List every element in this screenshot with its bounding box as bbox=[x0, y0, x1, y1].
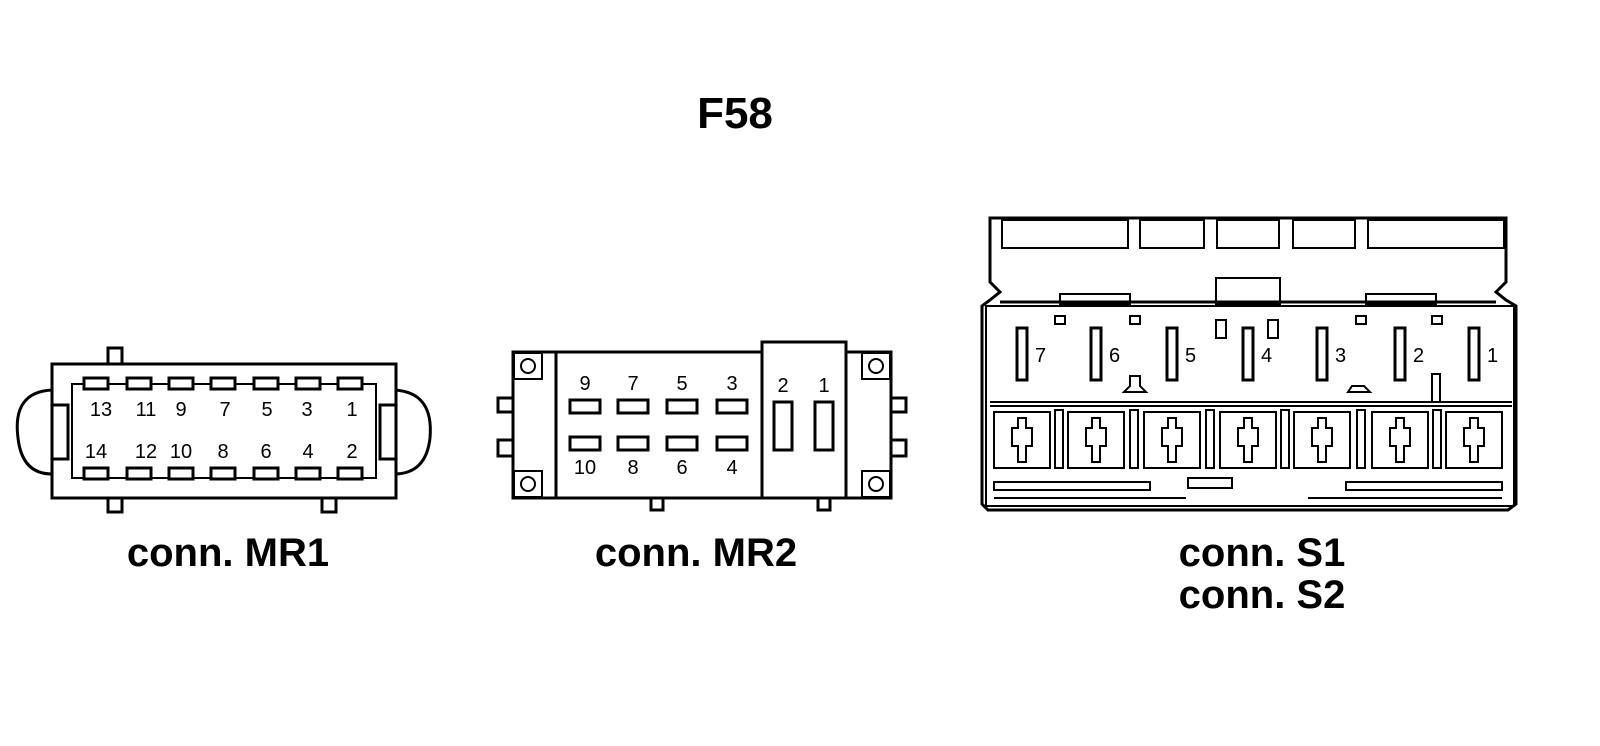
mr1-pin-label: 13 bbox=[90, 399, 112, 421]
mr2-pin-label: 4 bbox=[726, 457, 737, 479]
mr1-pin-top-3 bbox=[294, 376, 322, 391]
s-pin-label: 7 bbox=[1035, 345, 1046, 367]
mr2-pin-label: 1 bbox=[818, 375, 829, 397]
mr1-pin-label: 9 bbox=[175, 399, 186, 421]
mr2-pin-4 bbox=[715, 435, 749, 452]
mr2-pin-label: 10 bbox=[574, 457, 596, 479]
s-terminal-cell bbox=[1293, 411, 1351, 469]
mr1-pin-top-7 bbox=[209, 376, 237, 391]
s-pin-label: 2 bbox=[1413, 345, 1424, 367]
s-terminal-key-icon bbox=[1011, 417, 1033, 463]
mr1-pin-label: 5 bbox=[261, 399, 272, 421]
mr2-pin-5 bbox=[665, 398, 699, 415]
s-terminal-cell bbox=[1143, 411, 1201, 469]
s-terminal-divider bbox=[1129, 409, 1139, 469]
mr2-pin-8 bbox=[616, 435, 650, 452]
s-pin-2 bbox=[1393, 326, 1407, 382]
s-terminal-divider bbox=[1356, 409, 1366, 469]
s-pin-3 bbox=[1315, 326, 1329, 382]
mr1-pin-label: 3 bbox=[301, 399, 312, 421]
mr2-pin-label: 8 bbox=[627, 457, 638, 479]
s-terminal-divider bbox=[1280, 409, 1290, 469]
s-pin-label: 1 bbox=[1487, 345, 1498, 367]
s-pin-label: 5 bbox=[1185, 345, 1196, 367]
mr1-pin-label: 14 bbox=[85, 441, 107, 463]
connector-s1-s2: 7 6 5 4 3 2 1 bbox=[980, 216, 1518, 512]
s-terminal-cell bbox=[1067, 411, 1125, 469]
mr2-pin-7 bbox=[616, 398, 650, 415]
mr2-pin-label: 5 bbox=[676, 373, 687, 395]
s-terminal-cell bbox=[1445, 411, 1503, 469]
mr2-pin-6 bbox=[665, 435, 699, 452]
mr2-pin-2 bbox=[772, 400, 794, 452]
mr1-pin-top-5 bbox=[252, 376, 280, 391]
s-terminal-key-icon bbox=[1311, 417, 1333, 463]
mr1-pin-label: 10 bbox=[170, 441, 192, 463]
mr2-pin-3 bbox=[715, 398, 749, 415]
mr1-pin-label: 8 bbox=[217, 441, 228, 463]
mr2-pin-label: 9 bbox=[579, 373, 590, 395]
mr1-pin-label: 2 bbox=[346, 441, 357, 463]
mr2-pin-label: 7 bbox=[627, 373, 638, 395]
s-terminal-key-icon bbox=[1463, 417, 1485, 463]
s-pin-label: 6 bbox=[1109, 345, 1120, 367]
s-pin-label: 4 bbox=[1261, 345, 1272, 367]
s-pin-6 bbox=[1089, 326, 1103, 382]
mr2-pin-10 bbox=[568, 435, 602, 452]
s-terminal-divider bbox=[1054, 409, 1064, 469]
s-terminal-key-icon bbox=[1085, 417, 1107, 463]
connector-mr1: 13 11 9 7 5 3 1 14 12 10 8 6 4 2 bbox=[15, 346, 432, 514]
mr2-pin-1 bbox=[813, 400, 835, 452]
mr1-pin-top-11 bbox=[125, 376, 153, 391]
diagram-title: F58 bbox=[697, 89, 773, 138]
connector-mr2-caption: conn. MR2 bbox=[595, 531, 797, 575]
mr1-pin-top-13 bbox=[82, 376, 110, 391]
s-pin-7 bbox=[1015, 326, 1029, 382]
s-terminal-cell bbox=[1219, 411, 1277, 469]
s-terminal-key-icon bbox=[1237, 417, 1259, 463]
mr1-pin-bottom-2 bbox=[336, 466, 364, 481]
s-pin-4 bbox=[1241, 326, 1255, 382]
mr1-pin-bottom-14 bbox=[82, 466, 110, 481]
mr1-pin-bottom-4 bbox=[294, 466, 322, 481]
s-terminal-divider bbox=[1432, 409, 1442, 469]
mr1-pin-label: 6 bbox=[260, 441, 271, 463]
mr1-pin-bottom-12 bbox=[125, 466, 153, 481]
mr1-pin-label: 11 bbox=[136, 399, 157, 421]
connector-s2-caption: conn. S2 bbox=[1179, 573, 1346, 617]
mr1-pin-label: 12 bbox=[135, 441, 157, 463]
s-terminal-cell bbox=[1371, 411, 1429, 469]
mr1-pin-top-1 bbox=[336, 376, 364, 391]
connector-s1-caption: conn. S1 bbox=[1179, 531, 1346, 575]
mr2-pin-label: 3 bbox=[726, 373, 737, 395]
mr1-pin-label: 1 bbox=[346, 399, 357, 421]
s-terminal-key-icon bbox=[1161, 417, 1183, 463]
s-pin-5 bbox=[1165, 326, 1179, 382]
mr1-pin-label: 7 bbox=[219, 399, 230, 421]
s-terminal-divider bbox=[1205, 409, 1215, 469]
mr2-pin-label: 6 bbox=[676, 457, 687, 479]
mr2-pin-label: 2 bbox=[777, 375, 788, 397]
mr1-pin-top-9 bbox=[167, 376, 195, 391]
s-pin-1 bbox=[1467, 326, 1481, 382]
s-terminal-cell bbox=[993, 411, 1051, 469]
mr1-pin-bottom-10 bbox=[167, 466, 195, 481]
mr1-pin-label: 4 bbox=[302, 441, 313, 463]
connector-mr1-caption: conn. MR1 bbox=[127, 531, 329, 575]
mr2-pin-9 bbox=[568, 398, 602, 415]
mr1-pin-bottom-8 bbox=[209, 466, 237, 481]
s-pin-label: 3 bbox=[1335, 345, 1346, 367]
mr1-pin-bottom-6 bbox=[252, 466, 280, 481]
s-terminal-key-icon bbox=[1389, 417, 1411, 463]
connector-mr2: 9 10 7 8 5 6 3 4 2 1 bbox=[496, 340, 908, 512]
